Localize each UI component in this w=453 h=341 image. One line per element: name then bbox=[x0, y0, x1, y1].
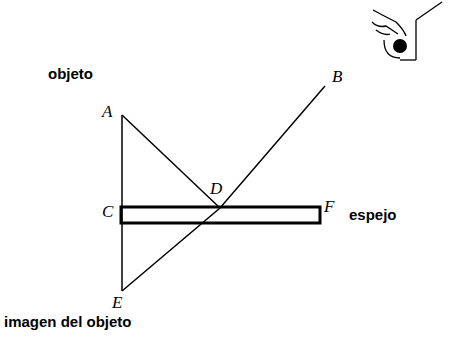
mirror bbox=[121, 207, 320, 223]
incident-ray bbox=[122, 115, 220, 208]
point-label: A bbox=[102, 103, 112, 120]
reflected-ray bbox=[122, 86, 325, 291]
point-label: F bbox=[324, 198, 334, 215]
image-label: imagen del objeto bbox=[4, 314, 132, 329]
object-label: objeto bbox=[48, 66, 93, 81]
eye-pupil bbox=[393, 39, 407, 53]
mirror-label: espejo bbox=[349, 207, 397, 222]
point-label: C bbox=[102, 203, 113, 220]
point-label: B bbox=[332, 68, 342, 85]
point-label: D bbox=[210, 180, 222, 197]
eye-symbol bbox=[372, 2, 442, 60]
object-image-line bbox=[121, 115, 123, 291]
point-label: E bbox=[112, 294, 122, 311]
